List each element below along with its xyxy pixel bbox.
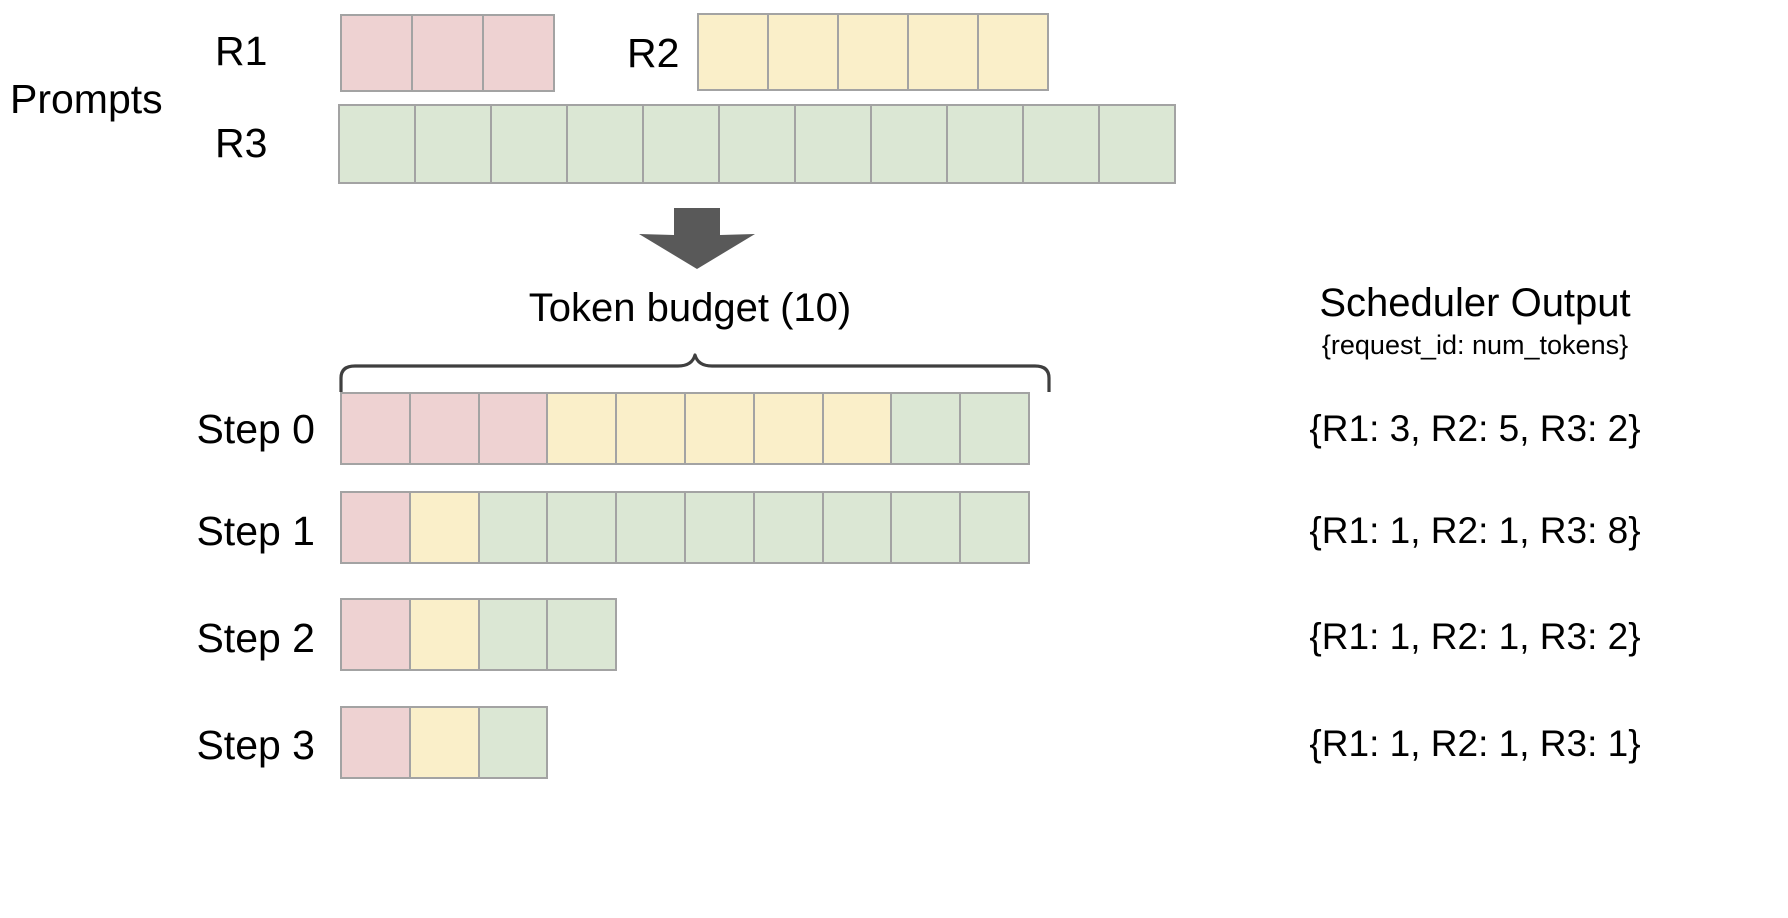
scheduler-output-0: {R1: 3, R2: 5, R3: 2} <box>1309 408 1641 449</box>
step-0-cell-r2 <box>615 392 686 465</box>
prompt-r3-cell-r3 <box>718 104 796 184</box>
prompt-r3-cell-r3 <box>870 104 948 184</box>
step-0-cell-r2 <box>546 392 618 465</box>
scheduler-output-title: Scheduler Output <box>1319 281 1631 325</box>
step-2-cell-r3 <box>546 598 618 671</box>
step-row-3 <box>340 706 549 779</box>
step-0-cell-r1 <box>408 392 480 465</box>
step-label-1: Step 1 <box>196 508 315 554</box>
prompt-r3-cell-r3 <box>794 104 872 184</box>
step-row-0 <box>340 392 1030 465</box>
step-1-cell-r1 <box>340 491 411 564</box>
prompt-r2-cell-r2 <box>837 13 909 91</box>
step-1-cell-r2 <box>408 491 480 564</box>
step-1-cell-r3 <box>546 491 618 564</box>
step-1-cell-r3 <box>821 491 893 564</box>
step-label-0: Step 0 <box>196 406 315 452</box>
request-label-r3: R3 <box>215 120 268 166</box>
step-1-cell-r3 <box>477 491 549 564</box>
prompt-r3-cell-r3 <box>414 104 492 184</box>
step-3-cell-r3 <box>477 706 549 779</box>
curly-brace-icon <box>338 352 1052 394</box>
step-3-cell-r2 <box>408 706 480 779</box>
scheduler-output-subtitle: {request_id: num_tokens} <box>1321 330 1629 360</box>
scheduler-output-1: {R1: 1, R2: 1, R3: 8} <box>1309 510 1641 551</box>
prompt-r3-cell-r3 <box>946 104 1024 184</box>
step-2-cell-r2 <box>408 598 480 671</box>
prompt-r3-cell-r3 <box>338 104 416 184</box>
prompt-r3-cell-r3 <box>566 104 644 184</box>
step-0-cell-r1 <box>340 392 411 465</box>
step-0-cell-r2 <box>821 392 893 465</box>
prompt-r2-cell-r2 <box>697 13 769 91</box>
step-0-cell-r2 <box>683 392 755 465</box>
request-label-r2: R2 <box>627 30 680 76</box>
step-0-cell-r3 <box>890 392 962 465</box>
step-1-cell-r3 <box>683 491 755 564</box>
prompt-r3-cell-r3 <box>642 104 720 184</box>
step-row-2 <box>340 598 618 671</box>
scheduler-output-3: {R1: 1, R2: 1, R3: 1} <box>1309 723 1641 764</box>
step-3-cell-r1 <box>340 706 411 779</box>
request-label-r1: R1 <box>215 28 268 74</box>
prompt-r2-cell-r2 <box>977 13 1049 91</box>
prompt-r1-cell-r1 <box>340 14 413 92</box>
step-1-cell-r3 <box>752 491 824 564</box>
step-0-cell-r1 <box>477 392 549 465</box>
step-0-cell-r2 <box>752 392 824 465</box>
prompt-r3-cell-r3 <box>1022 104 1100 184</box>
step-label-2: Step 2 <box>196 615 315 661</box>
prompt-r2-cell-r2 <box>767 13 839 91</box>
step-1-cell-r3 <box>890 491 962 564</box>
token-budget-label: Token budget (10) <box>528 286 852 330</box>
step-1-cell-r3 <box>615 491 686 564</box>
prompt-row-r1 <box>340 14 555 92</box>
down-arrow-icon <box>638 208 756 270</box>
step-1-cell-r3 <box>959 491 1030 564</box>
prompts-group-label: Prompts <box>10 76 163 122</box>
prompt-r1-cell-r1 <box>411 14 484 92</box>
step-2-cell-r3 <box>477 598 549 671</box>
step-0-cell-r3 <box>959 392 1030 465</box>
prompt-r3-cell-r3 <box>490 104 568 184</box>
step-row-1 <box>340 491 1030 564</box>
prompt-row-r2 <box>697 13 1049 91</box>
prompt-r2-cell-r2 <box>907 13 979 91</box>
step-2-cell-r1 <box>340 598 411 671</box>
prompt-r1-cell-r1 <box>482 14 555 92</box>
step-label-3: Step 3 <box>196 722 315 768</box>
prompt-r3-cell-r3 <box>1098 104 1176 184</box>
prompt-row-r3 <box>338 104 1176 184</box>
scheduler-output-2: {R1: 1, R2: 1, R3: 2} <box>1309 616 1641 657</box>
